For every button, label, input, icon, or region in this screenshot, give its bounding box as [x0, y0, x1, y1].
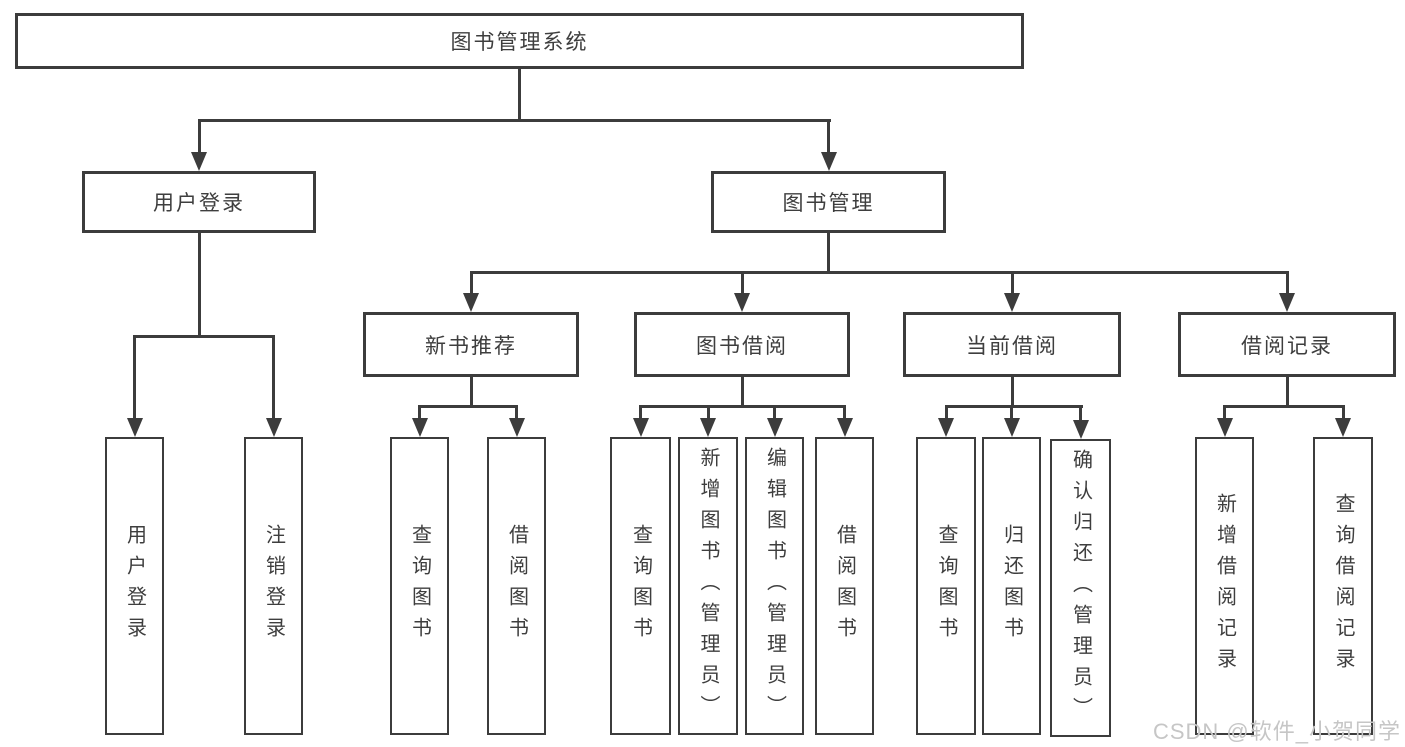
arrow-down-icon	[938, 418, 954, 437]
connector-line	[518, 69, 521, 122]
connector-line	[706, 405, 710, 422]
connector-line	[1285, 377, 1289, 408]
connector-line	[1341, 405, 1345, 422]
arrow-down-icon	[508, 418, 525, 437]
connector-line	[1010, 271, 1014, 297]
connector-line	[740, 271, 744, 297]
connector-line	[1010, 377, 1014, 408]
connector-line	[133, 335, 275, 338]
leaf-query-books-borrow: 查询图书	[610, 437, 671, 735]
connector-line	[515, 405, 518, 422]
connector-line	[272, 335, 275, 420]
leaf-confirm-return-admin: 确认归还（管理员）	[1050, 439, 1111, 737]
connector-line	[418, 405, 518, 408]
connector-line	[843, 405, 846, 422]
connector-line	[944, 405, 948, 422]
arrow-down-icon	[265, 418, 282, 437]
connector-line	[827, 119, 830, 154]
node-library-system: 图书管理系统	[15, 13, 1024, 69]
connector-line	[1223, 405, 1345, 408]
connector-line	[469, 271, 1289, 274]
node-borrowing-records: 借阅记录	[1178, 312, 1396, 377]
node-book-borrowing: 图书借阅	[634, 312, 850, 377]
leaf-query-borrow-record: 查询借阅记录	[1313, 437, 1373, 735]
connector-line	[197, 233, 201, 338]
node-book-management: 图书管理	[711, 171, 946, 233]
arrow-down-icon	[463, 293, 479, 312]
arrow-down-icon	[1216, 418, 1233, 437]
arrow-down-icon	[1279, 293, 1295, 312]
connector-line	[773, 405, 776, 422]
connector-line	[469, 377, 473, 408]
arrow-down-icon	[1003, 418, 1020, 437]
connector-line	[418, 405, 421, 422]
arrow-down-icon	[700, 418, 716, 437]
connector-line	[1079, 405, 1082, 424]
leaf-user-login: 用户登录	[105, 437, 164, 735]
connector-line	[197, 119, 831, 122]
connector-line	[1010, 405, 1013, 422]
arrow-down-icon	[766, 418, 783, 437]
arrow-down-icon	[632, 418, 649, 437]
connector-line	[1285, 271, 1289, 297]
node-current-borrowing: 当前借阅	[903, 312, 1121, 377]
leaf-borrow-books-recommend: 借阅图书	[487, 437, 546, 735]
connector-line	[740, 377, 744, 408]
connector-line	[1223, 405, 1226, 422]
connector-line	[639, 405, 642, 422]
csdn-watermark: CSDN @软件_小贺同学	[1152, 719, 1401, 744]
leaf-edit-books-admin: 编辑图书（管理员）	[745, 437, 804, 735]
connector-line	[639, 405, 846, 408]
leaf-logout: 注销登录	[244, 437, 303, 735]
arrow-down-icon	[1335, 418, 1351, 437]
arrow-down-icon	[734, 293, 750, 312]
node-new-book-recommendation: 新书推荐	[363, 312, 579, 377]
leaf-add-borrow-record: 新增借阅记录	[1195, 437, 1254, 735]
node-user-login: 用户登录	[82, 171, 316, 233]
connector-line	[827, 233, 830, 274]
arrow-down-icon	[820, 152, 837, 171]
connector-line	[469, 271, 473, 297]
arrow-down-icon	[191, 152, 207, 171]
arrow-down-icon	[411, 418, 428, 437]
connector-line	[944, 405, 1083, 408]
leaf-query-books-recommend: 查询图书	[390, 437, 449, 735]
leaf-borrow-books: 借阅图书	[815, 437, 874, 735]
connector-line	[197, 119, 201, 154]
arrow-down-icon	[1004, 293, 1020, 312]
leaf-return-books: 归还图书	[982, 437, 1041, 735]
arrow-down-icon	[126, 418, 143, 437]
arrow-down-icon	[836, 418, 853, 437]
leaf-query-books-current: 查询图书	[916, 437, 976, 735]
arrow-down-icon	[1072, 420, 1089, 439]
connector-line	[133, 335, 136, 420]
leaf-add-books-admin: 新增图书（管理员）	[678, 437, 738, 735]
